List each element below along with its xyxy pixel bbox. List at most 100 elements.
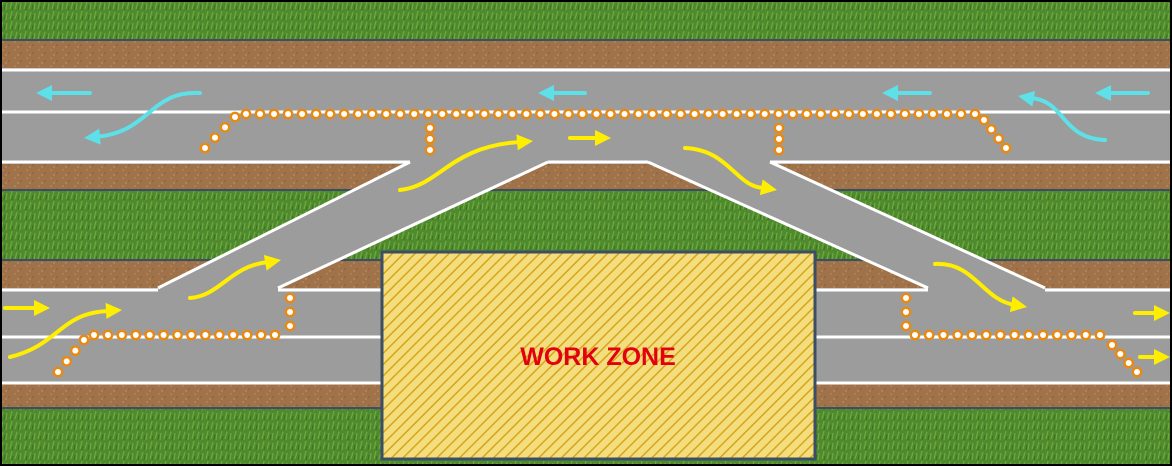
drum-icon: [982, 331, 990, 339]
drum-icon: [987, 125, 995, 133]
drum-icon: [1133, 368, 1141, 376]
drum-icon: [71, 346, 79, 354]
drum-icon: [887, 110, 895, 118]
drum-icon: [118, 331, 126, 339]
drum-icon: [911, 331, 919, 339]
drum-icon: [1096, 331, 1104, 339]
drum-icon: [340, 110, 348, 118]
drum-icon: [902, 322, 910, 330]
drum-icon: [271, 331, 279, 339]
drum-icon: [789, 110, 797, 118]
drum-icon: [159, 331, 167, 339]
drum-icon: [231, 113, 239, 121]
drum-icon: [104, 331, 112, 339]
drum-icon: [312, 110, 320, 118]
drum-icon: [578, 110, 586, 118]
drum-icon: [994, 134, 1002, 142]
drum-icon: [902, 294, 910, 302]
drum-icon: [704, 110, 712, 118]
drum-icon: [187, 331, 195, 339]
drum-icon: [1067, 331, 1075, 339]
drum-icon: [980, 116, 988, 124]
drum-icon: [873, 110, 881, 118]
drum-icon: [968, 331, 976, 339]
drum-icon: [494, 110, 502, 118]
drum-icon: [634, 110, 642, 118]
drum-icon: [943, 110, 951, 118]
drum-icon: [902, 308, 910, 316]
drum-icon: [939, 331, 947, 339]
drum-icon: [221, 123, 229, 131]
drum-icon: [54, 368, 62, 376]
drum-icon: [775, 135, 783, 143]
drum-icon: [173, 331, 181, 339]
drum-icon: [508, 110, 516, 118]
drum-icon: [229, 331, 237, 339]
drum-icon: [396, 110, 404, 118]
drum-icon: [242, 110, 250, 118]
drum-icon: [1039, 331, 1047, 339]
drum-icon: [996, 331, 1004, 339]
drum-icon: [831, 110, 839, 118]
drum-icon: [953, 331, 961, 339]
drum-icon: [452, 110, 460, 118]
drum-icon: [925, 331, 933, 339]
drum-icon: [746, 110, 754, 118]
drum-icon: [1002, 144, 1010, 152]
drum-icon: [761, 110, 769, 118]
drum-icon: [1116, 350, 1124, 358]
drum-icon: [775, 110, 783, 118]
drum-icon: [256, 110, 264, 118]
drum-icon: [211, 133, 219, 141]
drum-icon: [382, 110, 390, 118]
drum-icon: [775, 146, 783, 154]
drum-icon: [90, 331, 98, 339]
drum-icon: [620, 110, 628, 118]
drum-icon: [550, 110, 558, 118]
drum-icon: [676, 110, 684, 118]
drum-icon: [426, 124, 434, 132]
drum-icon: [270, 110, 278, 118]
drum-icon: [215, 331, 223, 339]
drum-icon: [438, 110, 446, 118]
drum-icon: [243, 331, 251, 339]
drum-icon: [732, 110, 740, 118]
drum-icon: [466, 110, 474, 118]
drum-icon: [662, 110, 670, 118]
drum-icon: [845, 110, 853, 118]
drum-icon: [298, 110, 306, 118]
drum-icon: [522, 110, 530, 118]
drum-icon: [284, 110, 292, 118]
drum-icon: [62, 357, 70, 365]
work-zone-label: WORK ZONE: [520, 343, 676, 371]
drum-icon: [1108, 341, 1116, 349]
drum-icon: [859, 110, 867, 118]
drum-icon: [480, 110, 488, 118]
drum-icon: [592, 110, 600, 118]
drum-icon: [424, 110, 432, 118]
drum-icon: [929, 110, 937, 118]
drum-icon: [286, 308, 294, 316]
drum-icon: [354, 110, 362, 118]
drum-icon: [426, 135, 434, 143]
drum-icon: [536, 110, 544, 118]
drum-icon: [803, 110, 811, 118]
drum-icon: [326, 110, 334, 118]
drum-icon: [957, 110, 965, 118]
work-zone: WORK ZONE: [382, 252, 815, 459]
drum-icon: [690, 110, 698, 118]
drum-icon: [132, 331, 140, 339]
drum-icon: [201, 144, 209, 152]
drum-icon: [564, 110, 572, 118]
drum-icon: [718, 110, 726, 118]
drum-icon: [1082, 331, 1090, 339]
drum-icon: [286, 294, 294, 302]
drum-icon: [1010, 331, 1018, 339]
drum-icon: [606, 110, 614, 118]
drum-icon: [901, 110, 909, 118]
drum-icon: [201, 331, 209, 339]
drum-icon: [775, 124, 783, 132]
drum-icon: [80, 336, 88, 344]
